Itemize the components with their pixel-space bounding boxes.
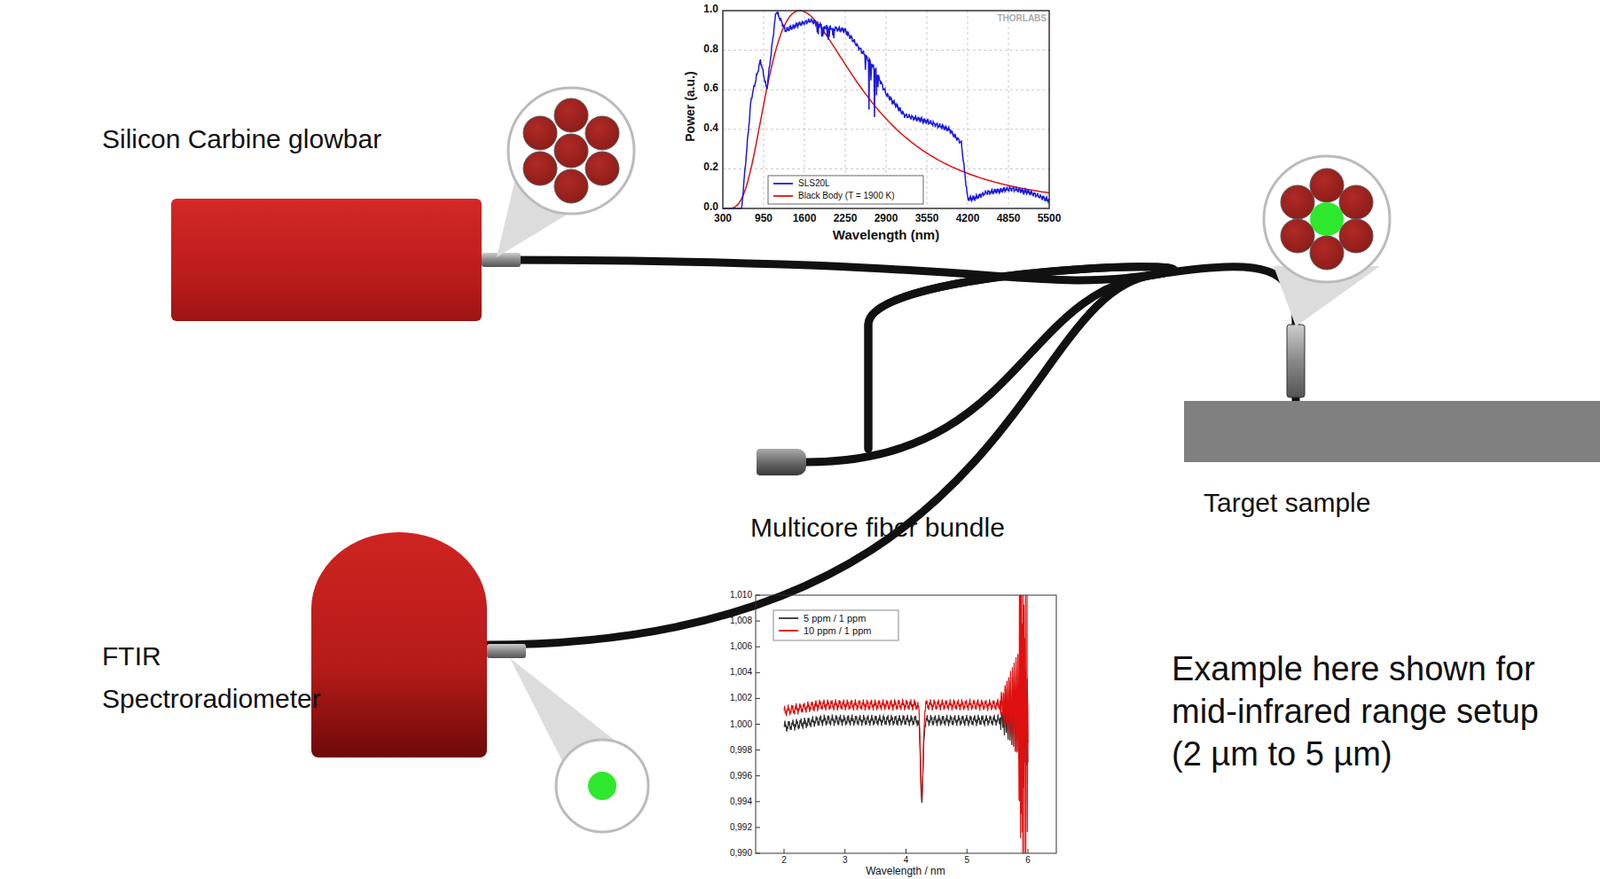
plot-stroke xyxy=(755,698,761,699)
plot-stroke xyxy=(844,848,846,854)
plot-stroke xyxy=(722,10,1050,209)
fiber-cable xyxy=(481,259,1175,449)
plot-stroke xyxy=(755,595,761,597)
axis-label: 5 xyxy=(964,854,970,866)
light-source-box: Silicon Carbine glowbar xyxy=(171,198,482,322)
plot-stroke xyxy=(784,671,1028,804)
legend-line-sample xyxy=(778,629,799,632)
axis-label: 2 xyxy=(781,854,787,866)
node-label: Multicore fiber bundle xyxy=(750,512,1005,544)
plot-stroke xyxy=(755,749,761,751)
note-text: Example here shown for mid-infrared rang… xyxy=(1171,647,1562,776)
axis-label: 0,992 xyxy=(729,822,753,833)
axis-label: 0,990 xyxy=(729,847,753,859)
plot-stroke xyxy=(722,128,1050,130)
fiber-cable xyxy=(486,266,1175,645)
axis-label: 5500 xyxy=(1037,212,1062,226)
legend-text: 10 ppm / 1 ppm xyxy=(803,625,871,637)
plot-stroke xyxy=(755,826,761,828)
axis-label: 0.0 xyxy=(703,201,719,214)
plot-stroke xyxy=(755,775,761,777)
legend-line-sample xyxy=(773,195,793,197)
fiber-junction: Multicore fiber bundle xyxy=(756,448,807,476)
plot-stroke xyxy=(755,672,761,674)
fiber-cross-section xyxy=(1263,156,1390,283)
plot-stroke xyxy=(755,723,761,725)
legend-line-sample xyxy=(778,617,799,620)
axis-label: 1,008 xyxy=(729,615,753,627)
axis-label: 0.2 xyxy=(703,161,719,174)
axis-label: 950 xyxy=(754,212,773,226)
plot-stroke xyxy=(1008,10,1010,209)
legend-text: SLS20L xyxy=(798,178,831,189)
axis-label: THORLABS xyxy=(996,13,1047,24)
plot-stroke xyxy=(784,595,1028,854)
node-label: Silicon Carbine glowbar xyxy=(101,124,382,156)
axis-label: 1,002 xyxy=(729,692,753,704)
axis-label: 0,998 xyxy=(729,745,753,756)
axis-label: 2250 xyxy=(833,212,858,226)
axis-label: 1.0 xyxy=(703,3,719,16)
legend-line-sample xyxy=(773,182,793,185)
axis-label: 4 xyxy=(903,854,910,866)
ratio-chart xyxy=(755,595,1057,854)
axis-label: 1,010 xyxy=(729,589,753,601)
fiber-cross-section xyxy=(508,87,635,214)
axis-label: 0.4 xyxy=(703,122,719,135)
plot-stroke xyxy=(722,168,1050,170)
axis-label: 6 xyxy=(1025,854,1031,866)
connector-stub xyxy=(486,643,526,659)
axis-label: 1,006 xyxy=(729,641,753,652)
axis-label: 1,004 xyxy=(729,666,753,678)
plot-stroke xyxy=(755,800,761,802)
plot-stroke xyxy=(755,620,761,622)
fiber-cross-section xyxy=(556,739,649,832)
axis-label: 0.6 xyxy=(703,82,719,95)
plot-stroke xyxy=(966,848,968,854)
plot-stroke xyxy=(755,853,761,855)
axis-label: 3 xyxy=(842,854,848,866)
node-label: FTIR Spectroradiometer xyxy=(101,635,342,721)
axis-label: 1,000 xyxy=(729,719,753,730)
node-label: Target sample xyxy=(1203,487,1371,519)
plot-stroke xyxy=(905,848,907,854)
plot-stroke xyxy=(722,11,1050,209)
axis-label: 4850 xyxy=(996,212,1021,226)
axis-label: 0,996 xyxy=(729,770,753,782)
plot-stroke xyxy=(1027,848,1029,854)
plot-stroke xyxy=(926,10,928,209)
axis-label: Wavelength (nm) xyxy=(832,227,940,243)
plot-stroke xyxy=(967,10,969,209)
axis-label: 4200 xyxy=(956,212,981,226)
legend-text: Black Body (T = 1900 K) xyxy=(798,190,895,202)
axis-label: 0.8 xyxy=(703,43,719,56)
axis-label: 1600 xyxy=(792,212,817,226)
axis-label: 3550 xyxy=(915,212,940,226)
axis-label: 0,994 xyxy=(729,796,753,808)
axis-label: Wavelength / nm xyxy=(865,865,946,879)
spectrometer-dome: FTIR Spectroradiometer xyxy=(311,532,487,758)
axis-label: 2900 xyxy=(874,212,899,226)
legend-text: 5 ppm / 1 ppm xyxy=(803,612,866,625)
probe-head xyxy=(1286,324,1305,398)
axis-label: Power (a.u.) xyxy=(682,70,698,142)
spectrum-chart xyxy=(668,0,1063,251)
axis-label: 300 xyxy=(713,212,732,226)
connector-stub xyxy=(481,252,521,267)
sample-bar: Target sample xyxy=(1184,400,1600,463)
plot-stroke xyxy=(755,646,761,648)
plot-stroke xyxy=(784,848,785,854)
plot-stroke xyxy=(722,89,1050,91)
